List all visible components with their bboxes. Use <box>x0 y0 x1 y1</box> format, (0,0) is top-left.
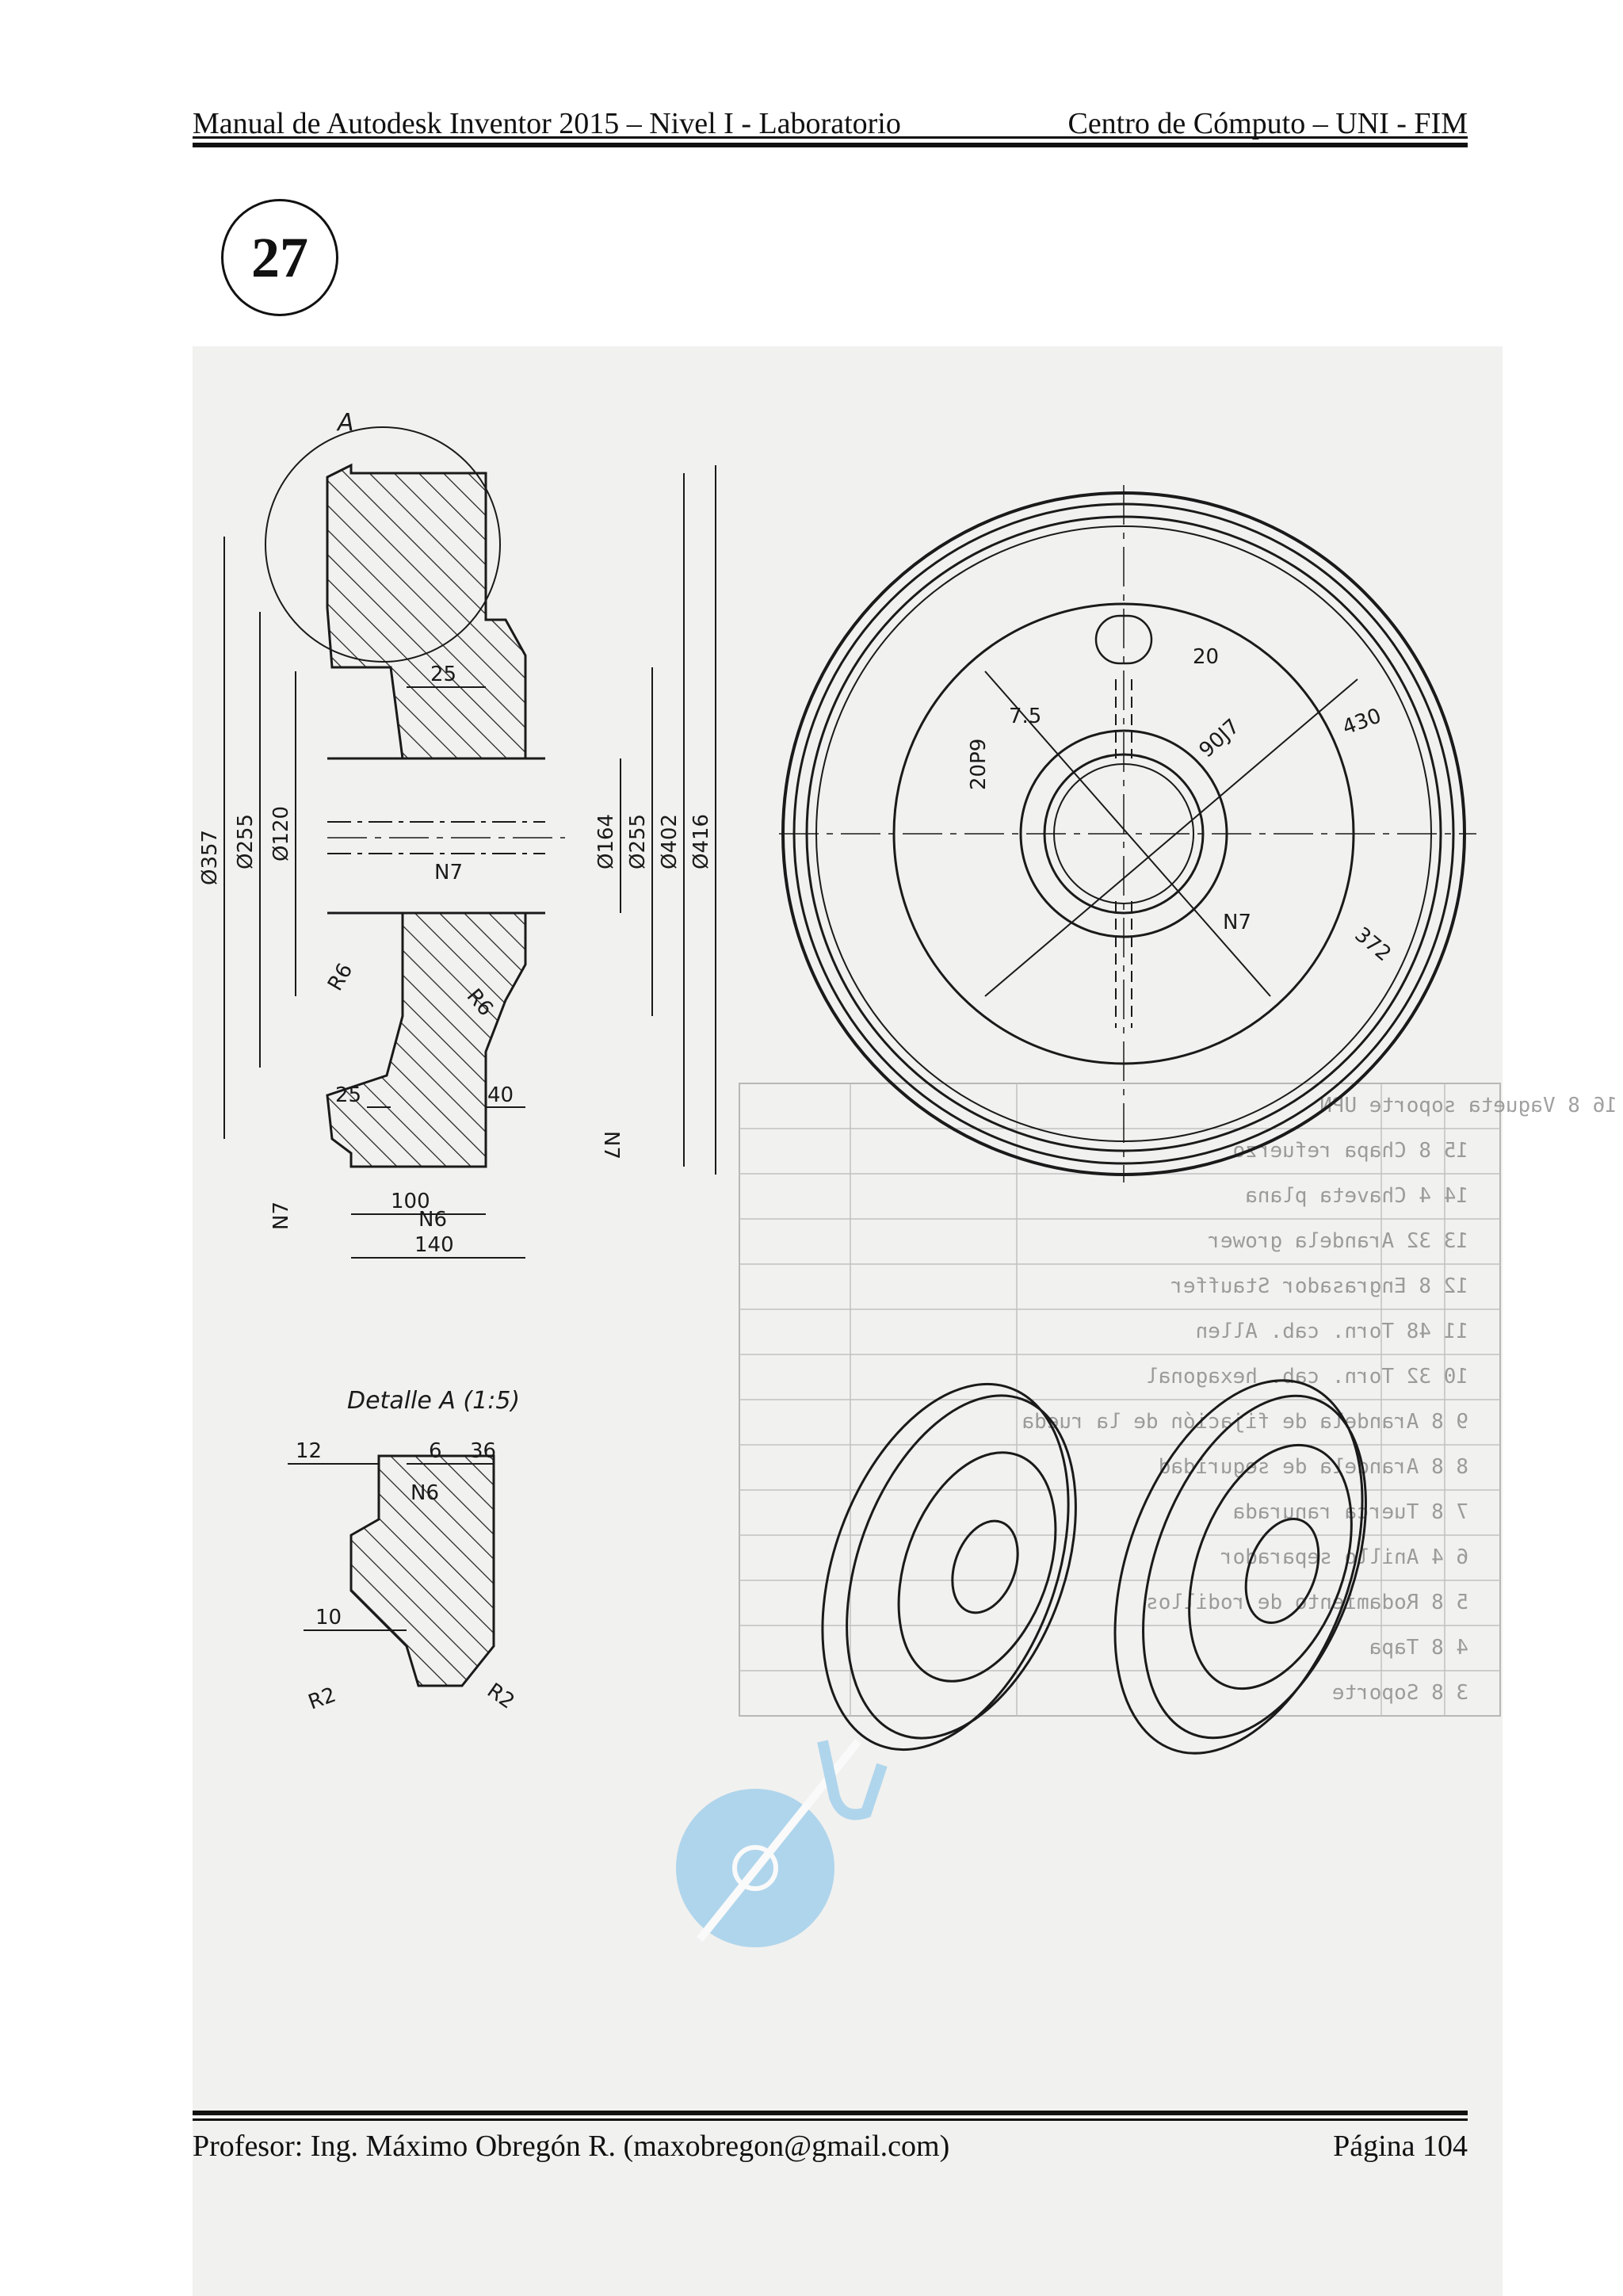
page-number: Página 104 <box>1333 2130 1468 2163</box>
dim-d402: Ø402 <box>658 814 682 869</box>
footer-rule-thick <box>193 2111 1468 2115</box>
bom-row: 8 8 Arandela de seguridad <box>1159 1455 1468 1479</box>
dim-keyway: 20P9 <box>967 739 991 790</box>
isometric-view-back <box>1113 1379 1367 1755</box>
surface-n7-center: N7 <box>434 861 463 884</box>
footer-rule-thin <box>193 2118 1468 2121</box>
bom-row: 11 48 Torn. cab. Allen <box>1196 1320 1468 1343</box>
bom-row: 14 4 Chaveta plana <box>1245 1184 1468 1208</box>
bom-row: 13 32 Arandela grower <box>1208 1229 1468 1253</box>
footer-author: Profesor: Ing. Máximo Obregón R. (maxobr… <box>193 2130 950 2163</box>
dim-d357: Ø357 <box>198 830 222 885</box>
detail-dim-12: 12 <box>296 1439 322 1463</box>
dim-d255-left: Ø255 <box>234 814 258 869</box>
detail-title: Detalle A (1:5) <box>347 1387 520 1415</box>
watermark-logo <box>676 1738 888 1947</box>
dim-w100: 100 <box>391 1190 430 1213</box>
isometric-view-front <box>821 1382 1077 1752</box>
detail-surface-n6: N6 <box>411 1481 439 1505</box>
surface-n7-left: N7 <box>269 1201 293 1230</box>
drawing-canvas: 16 8 Vagueta soporte UPN 15 8 Chapa refu… <box>198 409 1617 1947</box>
dim-d164: Ø164 <box>594 814 618 869</box>
bom-row: 12 8 Engrasador Stauffer <box>1170 1274 1468 1298</box>
detail-a-view: Detalle A (1:5) 12 6 36 10 R2 R2 N6 <box>288 1387 520 1715</box>
section-label: A <box>336 409 354 437</box>
dim-d255-right: Ø255 <box>626 814 650 869</box>
header-title: Manual de Autodesk Inventor 2015 – Nivel… <box>193 107 901 140</box>
section-view: A <box>198 409 716 1259</box>
header-institution: Centro de Cómputo – UNI - FIM <box>1067 107 1468 140</box>
dim-bore-fit: 90J7 <box>1195 715 1245 763</box>
exercise-number-badge: 27 <box>221 199 338 316</box>
dim-w40: 40 <box>487 1083 514 1107</box>
detail-dim-10: 10 <box>315 1606 342 1629</box>
dim-w140: 140 <box>414 1233 454 1257</box>
bom-table-ghost: 16 8 Vagueta soporte UPN 15 8 Chapa refu… <box>739 1083 1617 1717</box>
dim-outer-diameter: 430 <box>1339 704 1384 739</box>
bom-row: 6 4 Anillo separador <box>1220 1545 1468 1569</box>
dim-key-offset: 7.5 <box>1009 705 1041 728</box>
front-view: 20 7.5 20P9 90J7 430 372 N7 <box>779 485 1476 1182</box>
dim-d416: Ø416 <box>689 814 713 869</box>
dim-w25-bottom: 25 <box>335 1083 361 1107</box>
dim-r6-left: R6 <box>323 960 357 995</box>
surface-n7-front: N7 <box>1223 911 1251 934</box>
detail-dim-6: 6 <box>429 1439 442 1463</box>
technical-drawing-scan: 16 8 Vagueta soporte UPN 15 8 Chapa refu… <box>193 346 1617 2296</box>
bom-row: 4 8 Tapa <box>1369 1636 1468 1660</box>
detail-r2-left: R2 <box>305 1683 339 1715</box>
surface-n6: N6 <box>418 1208 447 1232</box>
detail-dim-36: 36 <box>470 1439 496 1463</box>
header-rule-thick <box>193 143 1468 147</box>
detail-r2-right: R2 <box>483 1679 519 1713</box>
bom-row: 15 8 Chapa refuerzo <box>1233 1139 1468 1163</box>
dim-key-width: 20 <box>1193 645 1219 669</box>
bom-row: 16 8 Vagueta soporte UPN <box>1319 1094 1617 1117</box>
exercise-number: 27 <box>251 225 308 289</box>
surface-n7-right: N7 <box>599 1131 623 1159</box>
page-footer: Profesor: Ing. Máximo Obregón R. (maxobr… <box>193 2129 1468 2168</box>
dim-w25-top: 25 <box>430 663 456 686</box>
bom-row: 3 8 Soporte <box>1332 1681 1468 1705</box>
dim-d120: Ø120 <box>269 806 293 861</box>
dim-inner-diameter: 372 <box>1350 923 1396 966</box>
header-rule-thin <box>193 136 1468 139</box>
page-header: Manual de Autodesk Inventor 2015 – Nivel… <box>193 97 1468 141</box>
